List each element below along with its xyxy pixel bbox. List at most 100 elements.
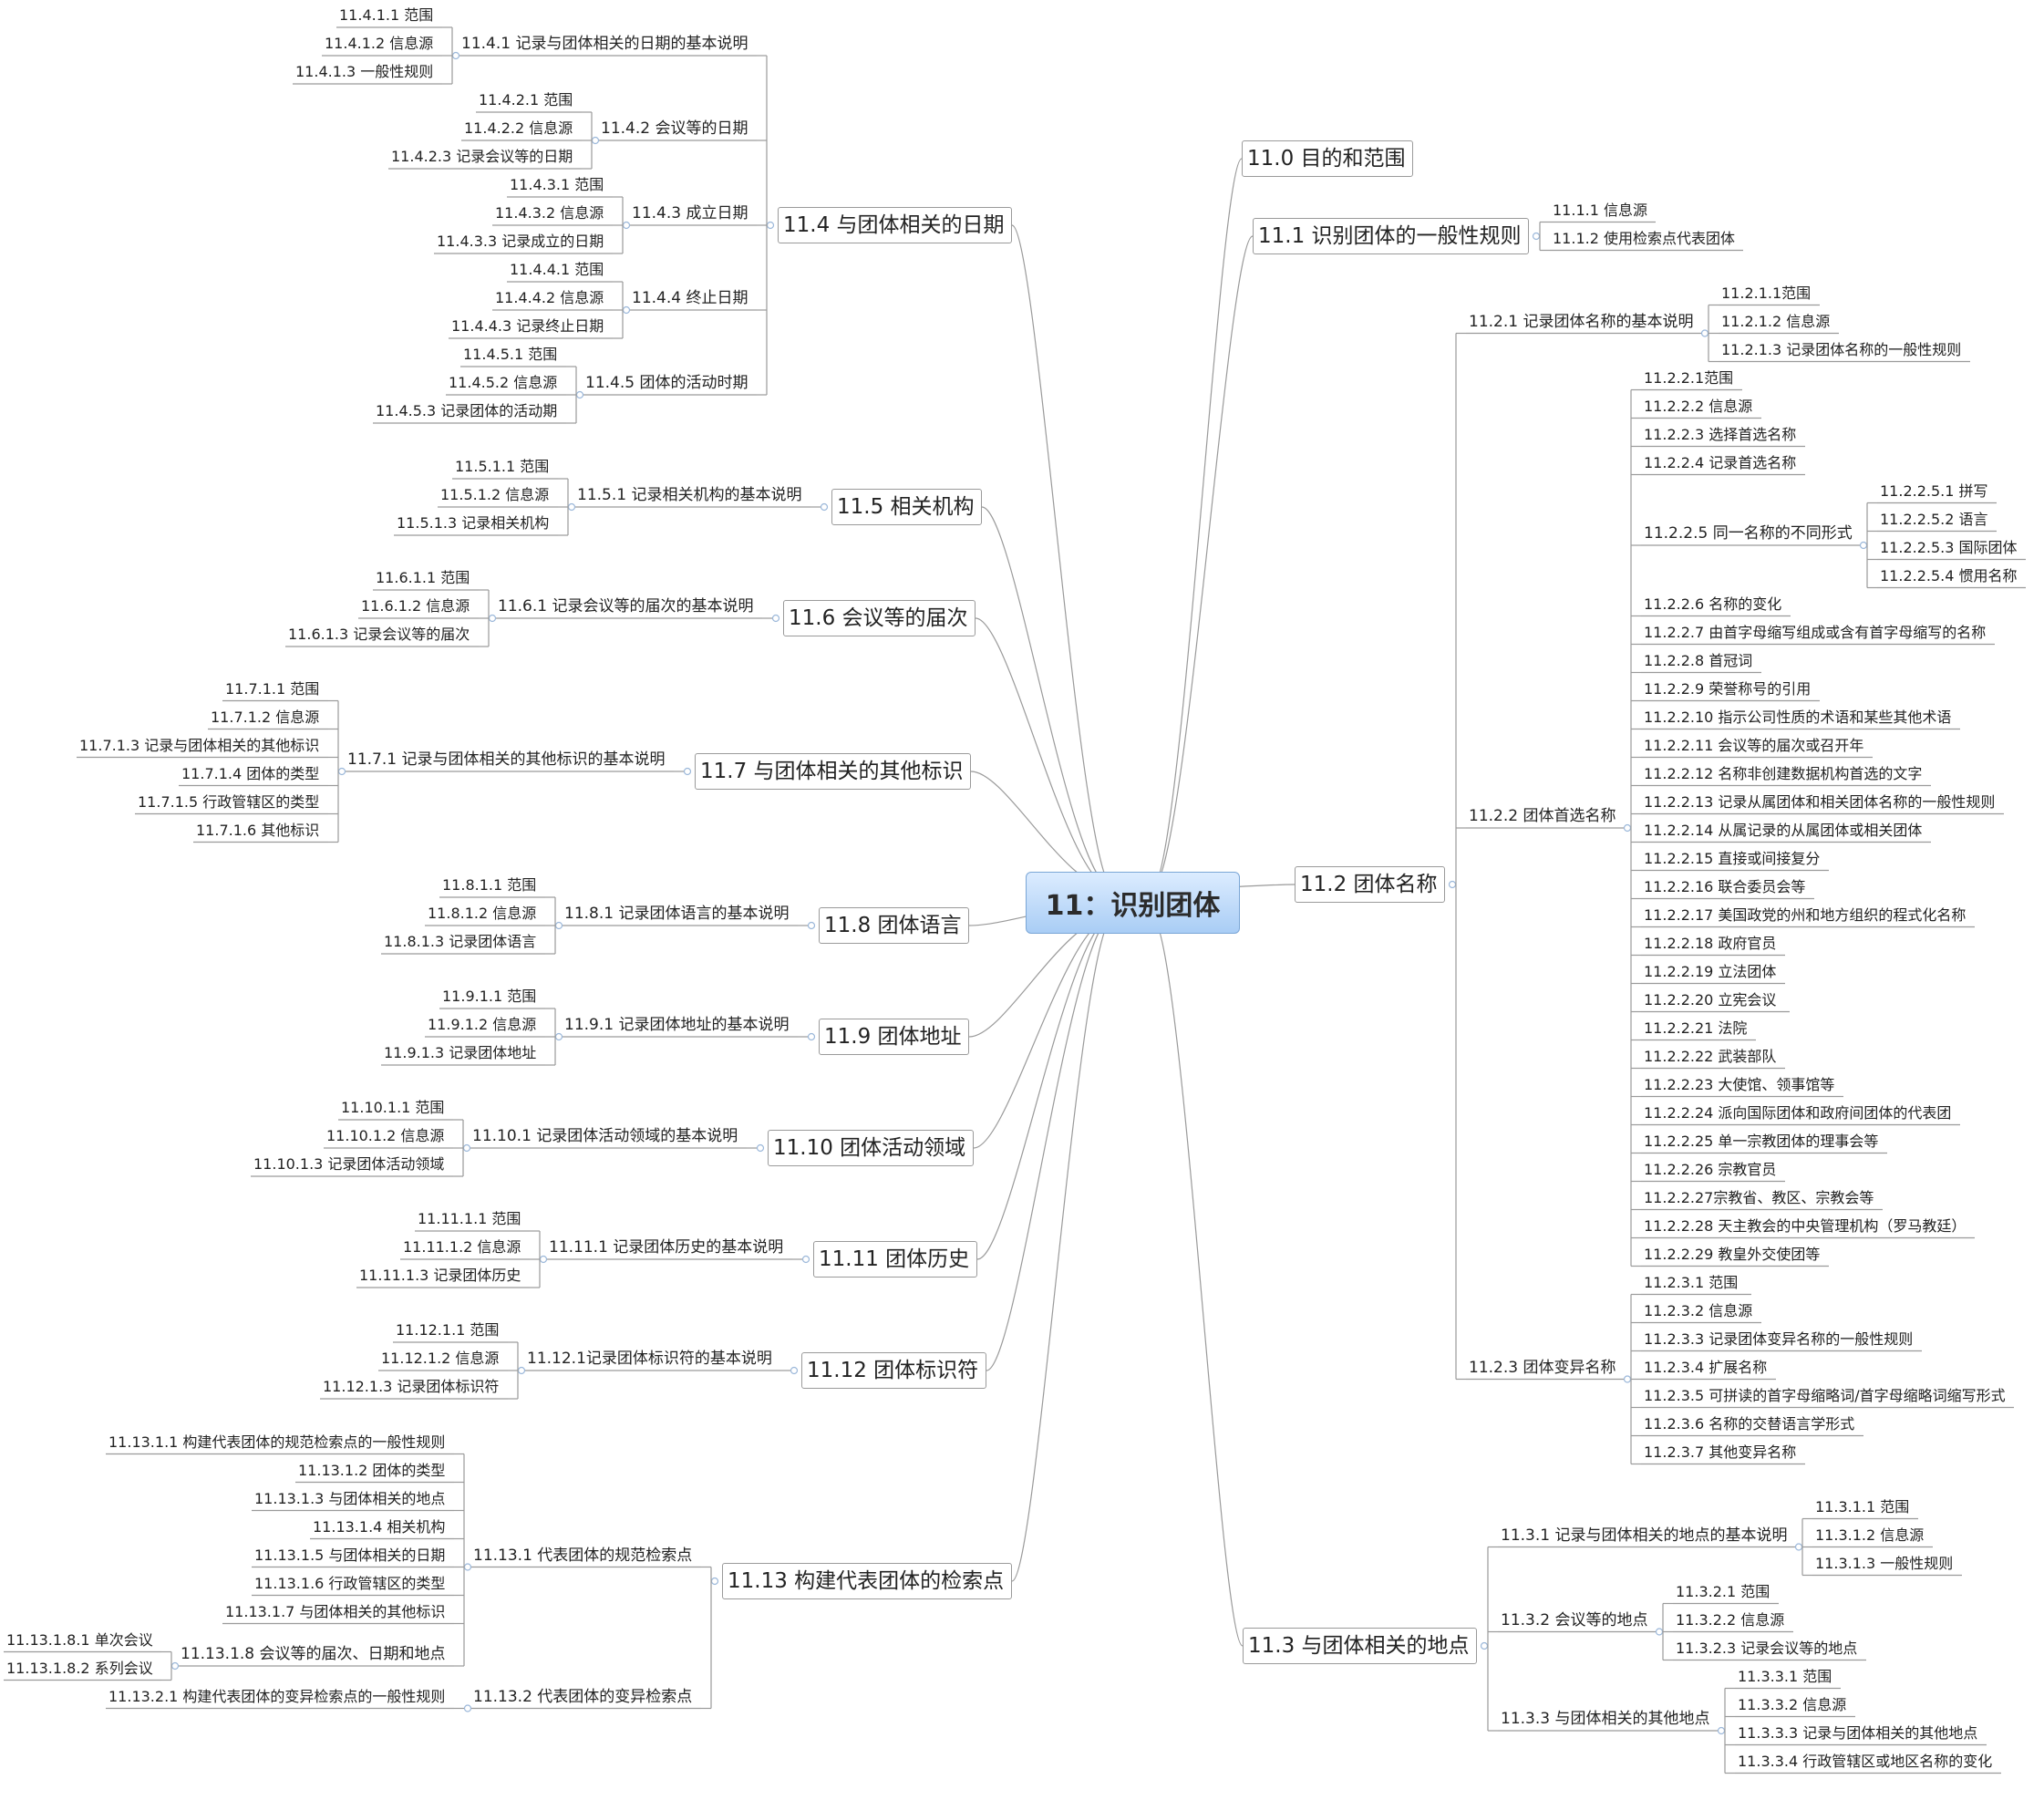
leaf-topic[interactable]: 11.11.1.2 信息源 bbox=[403, 1238, 521, 1256]
branch-topic[interactable]: 11.3.1 记录与团体相关的地点的基本说明 bbox=[1501, 1526, 1788, 1545]
branch-topic[interactable]: 11.3.3 与团体相关的其他地点 bbox=[1501, 1710, 1710, 1728]
main-topic[interactable]: 11.4 与团体相关的日期 bbox=[778, 207, 1012, 243]
leaf-topic[interactable]: 11.13.1.8.1 单次会议 bbox=[6, 1630, 153, 1649]
leaf-topic[interactable]: 11.4.5.2 信息源 bbox=[449, 374, 558, 391]
leaf-topic[interactable]: 11.5.1.1 范围 bbox=[455, 458, 550, 475]
leaf-topic[interactable]: 11.2.2.3 选择首选名称 bbox=[1644, 425, 1797, 443]
leaf-topic[interactable]: 11.1.2 使用检索点代表团体 bbox=[1553, 229, 1735, 247]
leaf-topic[interactable]: 11.11.1.3 记录团体历史 bbox=[359, 1267, 521, 1284]
leaf-topic[interactable]: 11.7.1.5 行政管辖区的类型 bbox=[138, 792, 320, 811]
main-topic[interactable]: 11.3 与团体相关的地点 bbox=[1243, 1628, 1477, 1664]
leaf-topic[interactable]: 11.6.1.2 信息源 bbox=[361, 597, 470, 615]
leaf-topic[interactable]: 11.7.1.2 信息源 bbox=[211, 708, 320, 726]
leaf-topic[interactable]: 11.4.4.1 范围 bbox=[510, 261, 604, 278]
leaf-topic[interactable]: 11.2.2.6 名称的变化 bbox=[1644, 595, 1782, 613]
leaf-topic[interactable]: 11.8.1.2 信息源 bbox=[428, 905, 537, 922]
leaf-topic[interactable]: 11.2.2.23 大使馆、领事馆等 bbox=[1644, 1075, 1835, 1093]
leaf-topic[interactable]: 11.2.2.26 宗教官员 bbox=[1644, 1160, 1777, 1178]
leaf-topic[interactable]: 11.4.1.2 信息源 bbox=[325, 35, 434, 52]
branch-topic[interactable]: 11.4.4 终止日期 bbox=[632, 289, 748, 307]
leaf-topic[interactable]: 11.2.1.1范围 bbox=[1721, 284, 1812, 302]
leaf-topic[interactable]: 11.2.3.3 记录团体变异名称的一般性规则 bbox=[1644, 1329, 1914, 1348]
leaf-topic[interactable]: 11.4.5.3 记录团体的活动期 bbox=[376, 402, 558, 419]
leaf-topic[interactable]: 11.2.3.2 信息源 bbox=[1644, 1301, 1753, 1319]
leaf-topic[interactable]: 11.2.2.1范围 bbox=[1644, 368, 1734, 387]
leaf-topic[interactable]: 11.4.2.3 记录会议等的日期 bbox=[391, 148, 573, 165]
leaf-topic[interactable]: 11.4.5.1 范围 bbox=[463, 346, 558, 363]
branch-topic[interactable]: 11.3.2 会议等的地点 bbox=[1501, 1610, 1648, 1629]
main-topic[interactable]: 11.1 识别团体的一般性规则 bbox=[1253, 218, 1529, 254]
leaf-topic[interactable]: 11.13.1.3 与团体相关的地点 bbox=[254, 1489, 446, 1507]
leaf-topic[interactable]: 11.2.2.18 政府官员 bbox=[1644, 934, 1777, 952]
leaf-topic[interactable]: 11.9.1.1 范围 bbox=[442, 988, 537, 1005]
leaf-topic[interactable]: 11.13.1.6 行政管辖区的类型 bbox=[254, 1574, 446, 1592]
leaf-topic[interactable]: 11.4.3.2 信息源 bbox=[495, 204, 604, 222]
leaf-topic[interactable]: 11.3.3.4 行政管辖区或地区名称的变化 bbox=[1738, 1752, 1993, 1770]
leaf-topic[interactable]: 11.2.2.19 立法团体 bbox=[1644, 962, 1777, 980]
leaf-topic[interactable]: 11.7.1.4 团体的类型 bbox=[181, 764, 320, 782]
leaf-topic[interactable]: 11.2.2.5.2 语言 bbox=[1880, 510, 1988, 528]
leaf-topic[interactable]: 11.2.2.9 荣誉称号的引用 bbox=[1644, 679, 1812, 698]
branch-topic[interactable]: 11.4.2 会议等的日期 bbox=[601, 119, 748, 138]
leaf-topic[interactable]: 11.2.2.5.4 惯用名称 bbox=[1880, 566, 2018, 584]
leaf-topic[interactable]: 11.8.1.3 记录团体语言 bbox=[384, 933, 537, 950]
branch-topic[interactable]: 11.13.1.8 会议等的届次、日期和地点 bbox=[181, 1645, 446, 1663]
leaf-topic[interactable]: 11.4.2.2 信息源 bbox=[464, 119, 573, 137]
main-topic[interactable]: 11.12 团体标识符 bbox=[801, 1352, 986, 1389]
leaf-topic[interactable]: 11.2.3.6 名称的交替语言学形式 bbox=[1644, 1414, 1855, 1433]
leaf-topic[interactable]: 11.13.1.5 与团体相关的日期 bbox=[254, 1546, 446, 1564]
branch-topic[interactable]: 11.13.1 代表团体的规范检索点 bbox=[473, 1546, 693, 1565]
branch-topic[interactable]: 11.11.1 记录团体历史的基本说明 bbox=[549, 1238, 784, 1257]
leaf-topic[interactable]: 11.2.2.20 立宪会议 bbox=[1644, 990, 1777, 1009]
branch-topic[interactable]: 11.10.1 记录团体活动领域的基本说明 bbox=[472, 1127, 738, 1145]
branch-topic[interactable]: 11.2.3 团体变异名称 bbox=[1469, 1358, 1616, 1377]
leaf-topic[interactable]: 11.4.4.3 记录终止日期 bbox=[451, 317, 604, 335]
leaf-topic[interactable]: 11.2.3.4 扩展名称 bbox=[1644, 1358, 1768, 1376]
leaf-topic[interactable]: 11.3.1.2 信息源 bbox=[1815, 1526, 1925, 1544]
leaf-topic[interactable]: 11.8.1.1 范围 bbox=[442, 876, 537, 894]
leaf-topic[interactable]: 11.2.2.21 法院 bbox=[1644, 1019, 1748, 1037]
main-topic[interactable]: 11.9 团体地址 bbox=[819, 1019, 969, 1055]
main-topic[interactable]: 11.7 与团体相关的其他标识 bbox=[695, 753, 971, 790]
leaf-topic[interactable]: 11.2.2.14 从属记录的从属团体或相关团体 bbox=[1644, 821, 1923, 839]
leaf-topic[interactable]: 11.2.2.22 武装部队 bbox=[1644, 1047, 1777, 1065]
leaf-topic[interactable]: 11.2.2.25 单一宗教团体的理事会等 bbox=[1644, 1132, 1879, 1150]
main-topic[interactable]: 11.0 目的和范围 bbox=[1242, 140, 1413, 177]
branch-topic[interactable]: 11.8.1 记录团体语言的基本说明 bbox=[564, 905, 790, 923]
leaf-topic[interactable]: 11.3.3.1 范围 bbox=[1738, 1667, 1832, 1685]
leaf-topic[interactable]: 11.2.2.5.3 国际团体 bbox=[1880, 538, 2018, 556]
branch-topic[interactable]: 11.2.2.5 同一名称的不同形式 bbox=[1644, 524, 1853, 543]
branch-topic[interactable]: 11.9.1 记录团体地址的基本说明 bbox=[564, 1016, 790, 1034]
leaf-topic[interactable]: 11.3.3.2 信息源 bbox=[1738, 1695, 1847, 1713]
root-node[interactable]: 11：识别团体 bbox=[1026, 872, 1240, 934]
main-topic[interactable]: 11.10 团体活动领域 bbox=[768, 1130, 974, 1166]
leaf-topic[interactable]: 11.10.1.1 范围 bbox=[341, 1099, 445, 1116]
leaf-topic[interactable]: 11.13.1.1 构建代表团体的规范检索点的一般性规则 bbox=[108, 1433, 446, 1451]
branch-topic[interactable]: 11.6.1 记录会议等的届次的基本说明 bbox=[498, 597, 754, 616]
leaf-topic[interactable]: 11.2.2.7 由首字母缩写组成或含有首字母缩写的名称 bbox=[1644, 623, 1987, 641]
leaf-topic[interactable]: 11.4.2.1 范围 bbox=[479, 91, 573, 109]
leaf-topic[interactable]: 11.2.2.8 首冠词 bbox=[1644, 651, 1753, 669]
leaf-topic[interactable]: 11.2.3.5 可拼读的首字母缩略词/首字母缩略词缩写形式 bbox=[1644, 1386, 2006, 1404]
leaf-topic[interactable]: 11.2.1.2 信息源 bbox=[1721, 312, 1831, 330]
leaf-topic[interactable]: 11.12.1.2 信息源 bbox=[381, 1350, 500, 1367]
leaf-topic[interactable]: 11.12.1.3 记录团体标识符 bbox=[323, 1378, 500, 1395]
leaf-topic[interactable]: 11.2.2.16 联合委员会等 bbox=[1644, 877, 1806, 895]
leaf-topic[interactable]: 11.2.2.10 指示公司性质的术语和某些其他术语 bbox=[1644, 708, 1952, 726]
leaf-topic[interactable]: 11.2.2.29 教皇外交使团等 bbox=[1644, 1245, 1821, 1263]
leaf-topic[interactable]: 11.10.1.3 记录团体活动领域 bbox=[253, 1155, 445, 1173]
leaf-topic[interactable]: 11.3.2.2 信息源 bbox=[1676, 1610, 1785, 1629]
main-topic[interactable]: 11.13 构建代表团体的检索点 bbox=[722, 1563, 1012, 1599]
leaf-topic[interactable]: 11.13.1.2 团体的类型 bbox=[298, 1461, 446, 1479]
leaf-topic[interactable]: 11.3.1.3 一般性规则 bbox=[1815, 1554, 1954, 1572]
branch-topic[interactable]: 11.5.1 记录相关机构的基本说明 bbox=[577, 486, 802, 504]
leaf-topic[interactable]: 11.13.1.4 相关机构 bbox=[313, 1517, 446, 1536]
leaf-topic[interactable]: 11.2.2.4 记录首选名称 bbox=[1644, 453, 1797, 471]
leaf-topic[interactable]: 11.6.1.1 范围 bbox=[376, 569, 470, 586]
leaf-topic[interactable]: 11.5.1.2 信息源 bbox=[440, 486, 550, 503]
branch-topic[interactable]: 11.4.3 成立日期 bbox=[632, 204, 748, 222]
branch-topic[interactable]: 11.4.1 记录与团体相关的日期的基本说明 bbox=[461, 35, 748, 53]
leaf-topic[interactable]: 11.9.1.2 信息源 bbox=[428, 1016, 537, 1033]
leaf-topic[interactable]: 11.4.1.3 一般性规则 bbox=[295, 63, 434, 80]
leaf-topic[interactable]: 11.4.4.2 信息源 bbox=[495, 289, 604, 306]
